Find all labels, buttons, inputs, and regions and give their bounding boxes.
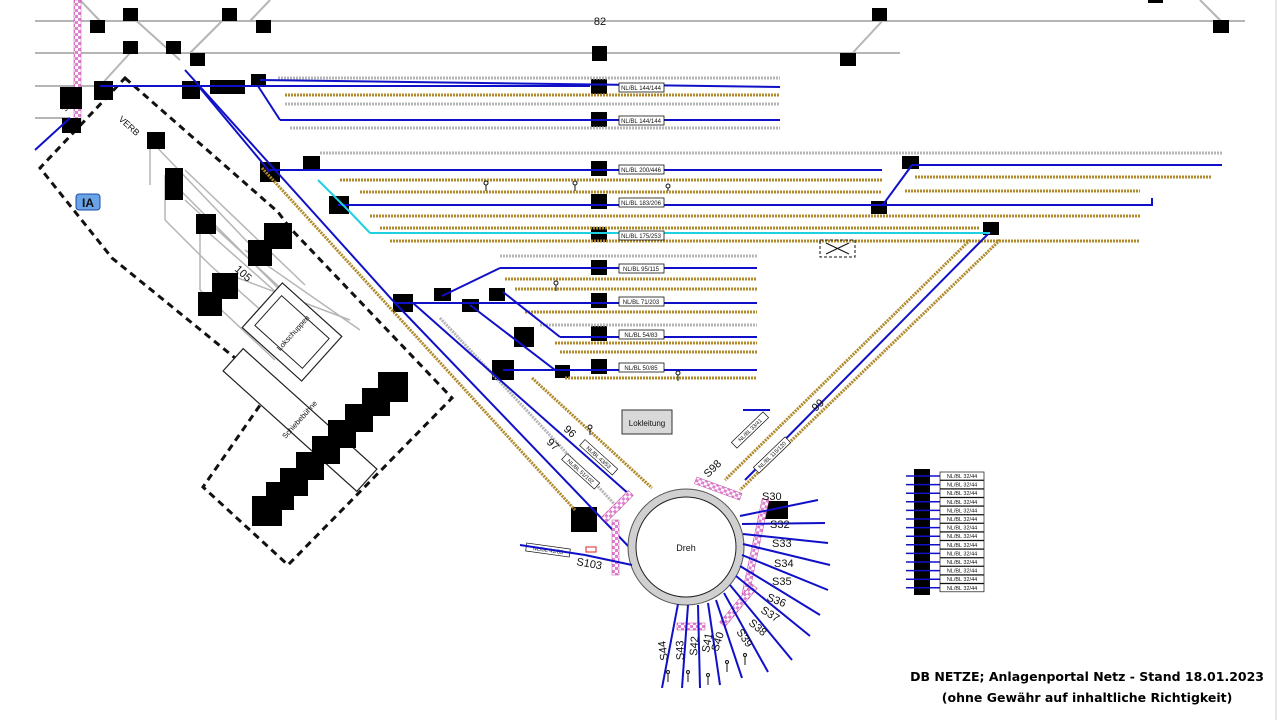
svg-text:S40: S40: [709, 631, 726, 653]
operating-area-badge[interactable]: [75, 193, 101, 211]
cyan-track: [317, 179, 990, 234]
siding-tracks-inactive: [278, 76, 1222, 380]
legend-label-box: [939, 549, 985, 558]
legend-label: NL/BL 32/44: [947, 474, 977, 480]
svg-text:NL/BL 95/115: NL/BL 95/115: [623, 267, 660, 273]
area-label-verb: VERB: [117, 114, 142, 138]
svg-text:NL/BL 144/144: NL/BL 144/144: [621, 119, 661, 125]
control-office-box[interactable]: [621, 409, 673, 435]
legend-label: NL/BL 32/44: [947, 517, 977, 523]
legend-label: NL/BL 32/44: [947, 491, 977, 497]
footer-source: DB NETZE; Anlagenportal Netz - Stand 18.…: [910, 669, 1264, 684]
legend-label: NL/BL 32/44: [947, 508, 977, 514]
switch-blocks: [60, 0, 1229, 532]
red-marker: [585, 546, 597, 553]
svg-text:S41: S41: [700, 632, 715, 653]
legend-label-box: [939, 540, 985, 550]
svg-text:S34: S34: [774, 558, 794, 570]
svg-text:S33: S33: [772, 538, 792, 550]
operating-area-badge-label: IA: [82, 196, 94, 210]
control-office-label: Lokleitung: [629, 419, 665, 428]
legend-label: NL/BL 32/44: [947, 483, 977, 489]
legend-label-box: [939, 523, 985, 532]
legend-label-box: [939, 583, 985, 593]
legend-label: NL/BL 32/44: [947, 586, 977, 592]
legend-label-box: [939, 488, 985, 498]
main-lines-top: [35, 0, 1245, 119]
legend-label: NL/BL 32/44: [947, 577, 977, 583]
signal-icons: [483, 180, 681, 435]
legend-label: NL/BL 32/44: [947, 500, 977, 506]
legend-label: NL/BL 32/44: [947, 534, 977, 540]
svg-text:NL/BL 51/102: NL/BL 51/102: [566, 459, 595, 486]
legend-label-box: [939, 566, 985, 575]
svg-text:S42: S42: [688, 636, 701, 656]
legend-label-box: [939, 471, 985, 481]
track-number-82: 82: [594, 16, 606, 28]
legend-label: NL/BL 32/44: [947, 569, 977, 575]
svg-text:NL/BL 175/253: NL/BL 175/253: [621, 234, 661, 240]
turntable-pit[interactable]: [635, 496, 737, 598]
svg-text:S32: S32: [770, 519, 790, 531]
track-label-97: 97: [544, 436, 561, 453]
svg-text:S103: S103: [575, 556, 602, 572]
footer-disclaimer: (ohne Gewähr auf inhaltliche Richtigkeit…: [941, 690, 1233, 705]
legend-label-box: [939, 497, 985, 507]
legend-label-box: [939, 557, 985, 567]
legend-label: NL/BL 32/44: [947, 526, 977, 532]
svg-text:S30: S30: [762, 491, 782, 503]
legend-label-box: [939, 531, 985, 541]
stall-signal-icons: [666, 653, 747, 685]
legend-label: NL/BL 32/44: [947, 560, 977, 566]
svg-text:S44: S44: [656, 640, 671, 661]
legend-label-box: [939, 514, 985, 524]
legend-label: NL/BL 32/44: [947, 551, 977, 557]
legend-label-box: [939, 574, 985, 584]
svg-text:S35: S35: [772, 576, 792, 588]
traverser-stalls: [252, 372, 408, 526]
track-label-96: 96: [561, 423, 578, 440]
svg-text:NL/BL 144/144: NL/BL 144/144: [621, 86, 661, 92]
svg-text:NL/BL 41/83: NL/BL 41/83: [532, 546, 563, 556]
svg-text:NL/BL 71/203: NL/BL 71/203: [623, 300, 660, 306]
track-capacity-labels: NL/BL 144/144 NL/BL 144/144 NL/BL 200/44…: [618, 82, 665, 373]
track-label-s98: S98: [702, 458, 724, 480]
verb-area-boundary: [38, 75, 455, 568]
legend-label-box: [939, 506, 985, 515]
svg-text:NL/BL 200/446: NL/BL 200/446: [621, 168, 661, 174]
crossing-symbol: [819, 239, 856, 258]
active-tracks: [34, 69, 1222, 549]
legend-bar: [914, 469, 930, 595]
svg-text:NL/BL 183/206: NL/BL 183/206: [621, 201, 661, 207]
legend-label: NL/BL 32/44: [947, 543, 977, 549]
turntable-stall-tracks: [519, 499, 831, 689]
svg-text:NL/BL 33/41: NL/BL 33/41: [738, 418, 764, 443]
svg-text:NL/BL 50/85: NL/BL 50/85: [624, 366, 658, 372]
legend-label-box: [939, 480, 985, 489]
turntable-label: Dreh: [676, 543, 696, 553]
svg-text:S43: S43: [674, 640, 687, 660]
footer: DB NETZE; Anlagenportal Netz - Stand 18.…: [910, 666, 1264, 708]
svg-text:NL/BL 54/83: NL/BL 54/83: [624, 333, 658, 339]
engine-shed: [241, 282, 343, 382]
